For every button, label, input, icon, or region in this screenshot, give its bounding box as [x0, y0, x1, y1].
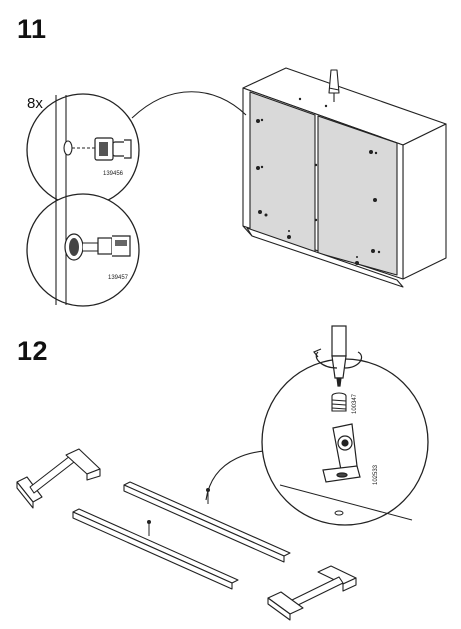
- step-11-number: 11: [17, 14, 47, 44]
- plinth-end-right: [267, 565, 357, 621]
- detail-circle-2: 139457: [26, 193, 140, 307]
- detail-circle-3: 100347 102533: [261, 325, 429, 526]
- cam-bolt-icon: [331, 392, 347, 412]
- part-code-4: 102533: [373, 464, 379, 485]
- connector-icon: [94, 137, 132, 161]
- connector-marks: [256, 97, 381, 265]
- cam-lock-icon: [64, 233, 131, 261]
- rail-1: [123, 481, 291, 563]
- bracket-icon: [322, 423, 361, 483]
- back-panel-right: [317, 115, 398, 276]
- callout-line: [131, 91, 247, 119]
- plinth-end-left: [16, 448, 101, 509]
- step-12-number: 12: [17, 336, 49, 366]
- screw-icon: [328, 69, 340, 102]
- part-code-3: 100347: [352, 393, 358, 414]
- screwdriver-icon: [313, 325, 363, 387]
- step-11-quantity: 8x: [27, 95, 43, 112]
- part-code-2: 139457: [108, 275, 129, 281]
- part-code-1: 139456: [103, 171, 124, 177]
- rail-2: [72, 508, 239, 590]
